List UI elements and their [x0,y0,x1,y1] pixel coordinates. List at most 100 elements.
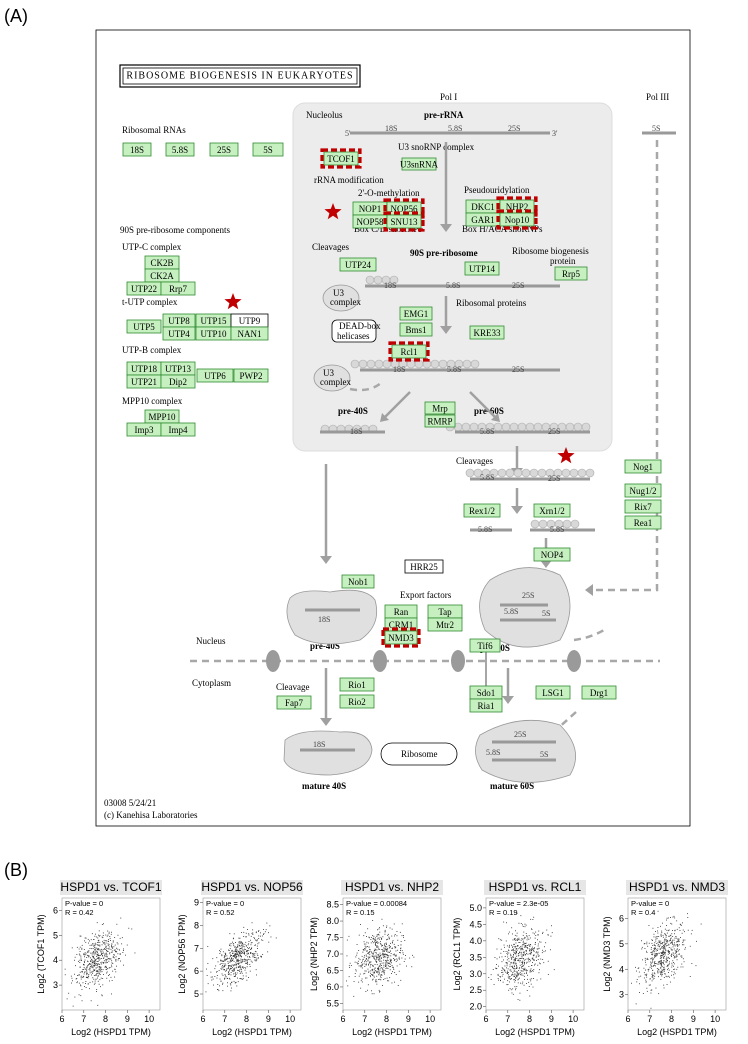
scatter-point [510,961,512,963]
gene-rex12[interactable]: Rex1/2 [463,503,501,518]
gene-emg1[interactable]: EMG1 [399,306,433,321]
gene-label: 18S [130,145,144,155]
gene-rio1[interactable]: Rio1 [339,677,375,692]
scatter-point [682,944,683,946]
scatter-point [363,935,365,937]
gene-r25s[interactable]: 25S [209,142,239,157]
gene-utp13[interactable]: UTP13 [160,361,196,376]
scatter-point [384,973,385,975]
scatter-point [123,964,124,966]
gene-mpp10[interactable]: MPP10 [144,409,180,424]
scatter-point [256,940,258,942]
gene-pwp2[interactable]: PWP2 [233,368,269,383]
gene-rrp7[interactable]: Rrp7 [160,281,196,296]
gene-nop1[interactable]: NOP1 [352,201,388,216]
scatter-point [507,976,509,978]
scatter-point [105,942,107,944]
gene-ria1[interactable]: Ria1 [469,698,503,713]
gene-nmd3[interactable]: NMD3 [381,627,421,648]
gene-nug12[interactable]: Nug1/2 [624,483,662,498]
gene-nog1[interactable]: Nog1 [624,459,662,474]
gene-utp10[interactable]: UTP10 [195,326,232,341]
scatter-point [527,945,528,946]
scatter-point [526,983,527,984]
scatter-point [105,946,107,948]
gene-snu13[interactable]: SNU13 [383,211,425,232]
scatter-point [102,932,104,934]
gene-tif6[interactable]: Tif6 [469,638,501,653]
gene-kre33[interactable]: KRE33 [469,325,505,340]
scatter-point [520,974,522,976]
label-mature40s: mature 40S [302,781,346,791]
gene-nob1[interactable]: Nob1 [341,574,375,589]
scatter-title: HSPD1 vs. TCOF1 [60,880,161,894]
scatter-point [390,955,392,957]
gene-utp18[interactable]: UTP18 [126,361,162,376]
scatter-point [366,977,368,979]
gene-utp22[interactable]: UTP22 [126,281,162,296]
gene-nop4[interactable]: NOP4 [533,547,571,562]
gene-fap7[interactable]: Fap7 [276,695,312,710]
gene-dip2[interactable]: Dip2 [160,374,196,389]
gene-gar1[interactable]: GAR1 [465,212,501,227]
gene-utp14[interactable]: UTP14 [464,261,500,276]
x-axis-label: Log2 (HSPD1 TPM) [637,1027,717,1037]
scatter-point [361,955,363,957]
gene-bms1[interactable]: Bms1 [399,322,433,337]
gene-utp4[interactable]: UTP4 [162,326,196,341]
gene-r18s[interactable]: 18S [122,142,152,157]
scatter-point [512,933,513,935]
scatter-point [99,941,101,943]
gene-rcl1[interactable]: Rcl1 [388,341,430,362]
gene-u3snrna[interactable]: U3snRNA [400,157,439,171]
gene-rix7[interactable]: Rix7 [624,499,662,514]
gene-utp15[interactable]: UTP15 [195,313,232,328]
gene-mtr2[interactable]: Mtr2 [427,617,463,632]
scatter-point [255,957,257,959]
gene-imp4[interactable]: Imp4 [160,422,196,437]
scatter-point [365,947,367,949]
scatter-point [528,935,530,937]
gene-rio2[interactable]: Rio2 [339,694,375,709]
gene-nan1[interactable]: NAN1 [230,326,269,341]
scatter-point [105,953,107,955]
gene-lsg1[interactable]: LSG1 [535,685,571,700]
gene-nop58[interactable]: NOP58 [352,214,388,229]
scatter-point [388,944,390,946]
scatter-point [378,955,380,957]
scatter-point [122,952,124,953]
gene-r58s[interactable]: 5.8S [165,142,195,157]
scatter-point [224,977,226,979]
gene-ran[interactable]: Ran [384,604,418,619]
gene-rea1[interactable]: Rea1 [624,515,662,530]
gene-rmrp[interactable]: RMRP [424,414,456,428]
gene-r5s[interactable]: 5S [252,142,284,157]
gene-dkc1[interactable]: DKC1 [465,199,501,214]
gene-utp6[interactable]: UTP6 [196,368,234,383]
scatter-point [239,953,241,955]
scatter-point [361,964,363,966]
gene-drg1[interactable]: Drg1 [581,685,617,700]
gene-hrr25-white[interactable]: HRR25 [404,559,444,574]
gene-rrp5[interactable]: Rrp5 [554,266,588,281]
gene-sdo1[interactable]: Sdo1 [469,685,503,700]
gene-utp5[interactable]: UTP5 [126,319,162,334]
scatter-point [522,981,524,983]
scatter-point [218,970,220,971]
gene-imp3[interactable]: Imp3 [126,422,162,437]
scatter-point [537,945,539,947]
gene-ck2a[interactable]: CK2A [144,268,180,283]
gene-nop10[interactable]: Nop10 [496,209,538,230]
scatter-point [513,965,515,967]
scatter-point [109,952,111,954]
gene-tcof1[interactable]: TCOF1 [320,148,362,169]
gene-tap[interactable]: Tap [427,604,463,619]
gene-ck2b[interactable]: CK2B [144,255,180,270]
gene-mrp[interactable]: Mrp [424,401,456,415]
gene-utp24[interactable]: UTP24 [339,257,377,272]
gene-utp8[interactable]: UTP8 [162,313,196,328]
gene-utp9[interactable]: UTP9 [230,313,269,328]
scatter-plot-area [485,897,585,1011]
gene-xrn12[interactable]: Xrn1/2 [533,503,571,518]
gene-utp21[interactable]: UTP21 [126,374,162,389]
